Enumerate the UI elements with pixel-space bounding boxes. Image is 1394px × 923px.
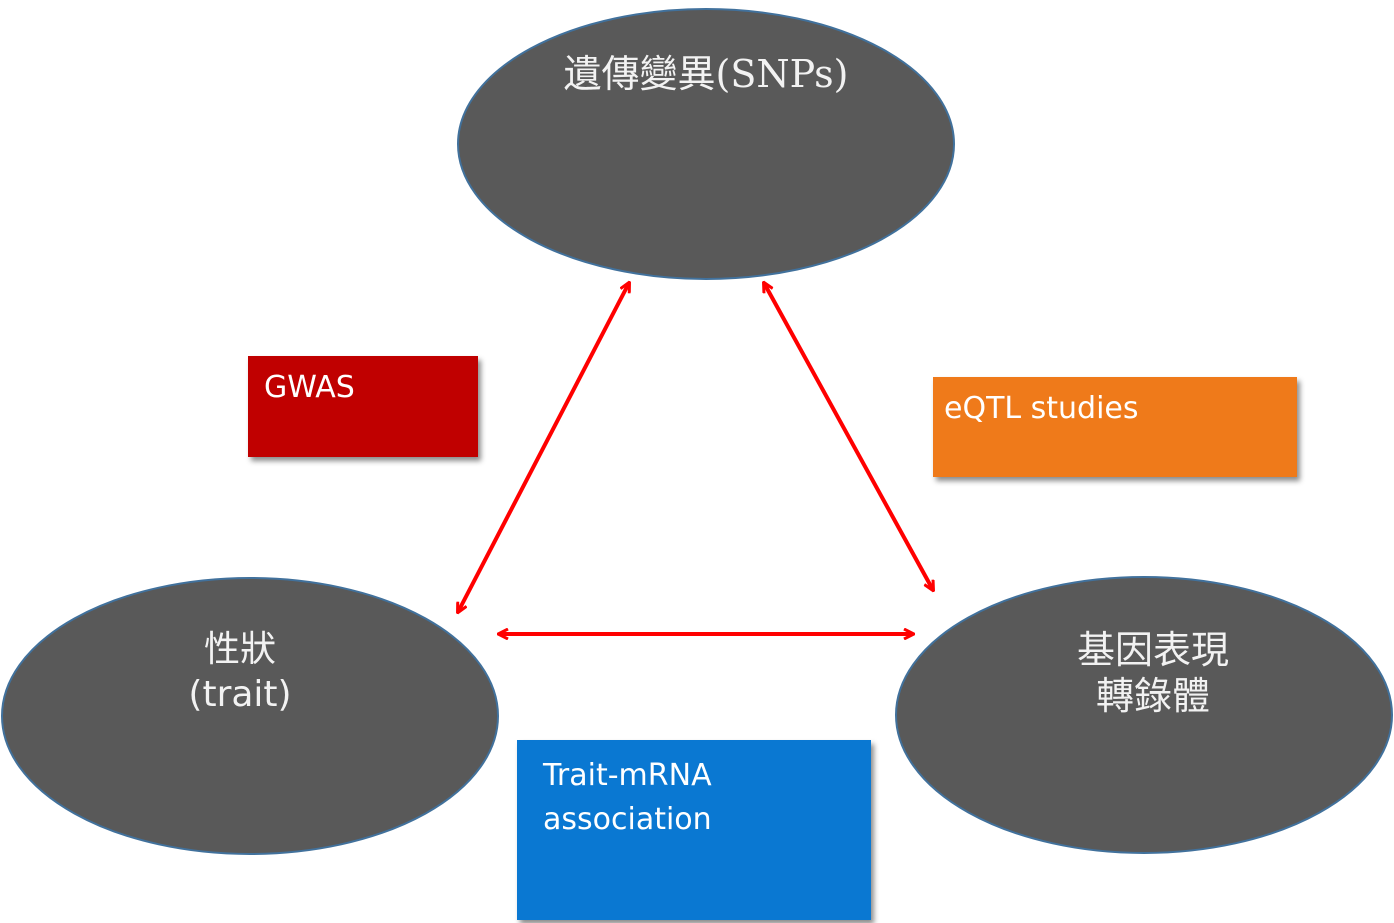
- gwas-label-text: GWAS: [264, 370, 355, 405]
- trait-mrna-label-box: Trait-mRNA association: [517, 740, 871, 920]
- trait-mrna-label-line1: Trait-mRNA: [543, 758, 712, 793]
- snps-node-label: 遺傳變異(SNPs): [506, 52, 906, 98]
- gwas-arrow: [458, 283, 629, 612]
- eqtl-label-box: eQTL studies: [933, 377, 1297, 477]
- expression-node: [895, 576, 1393, 854]
- eqtl-arrow: [764, 283, 933, 590]
- expression-label-line1: 基因表現: [1076, 628, 1229, 672]
- expression-label-line2: 轉錄體: [1095, 673, 1210, 718]
- trait-label-line2: (trait): [188, 674, 292, 716]
- gwas-label-box: GWAS: [248, 356, 478, 457]
- trait-node: [1, 577, 499, 855]
- eqtl-label-text: eQTL studies: [944, 391, 1139, 426]
- snps-node: [457, 8, 955, 280]
- trait-mrna-label-line2: association: [543, 801, 712, 837]
- expression-node-label: 基因表現 轉錄體: [1003, 628, 1303, 719]
- trait-node-label: 性狀 (trait): [90, 628, 390, 716]
- trait-label-line1: 性狀: [203, 629, 276, 670]
- snps-label-text: 遺傳變異(SNPs): [563, 52, 849, 96]
